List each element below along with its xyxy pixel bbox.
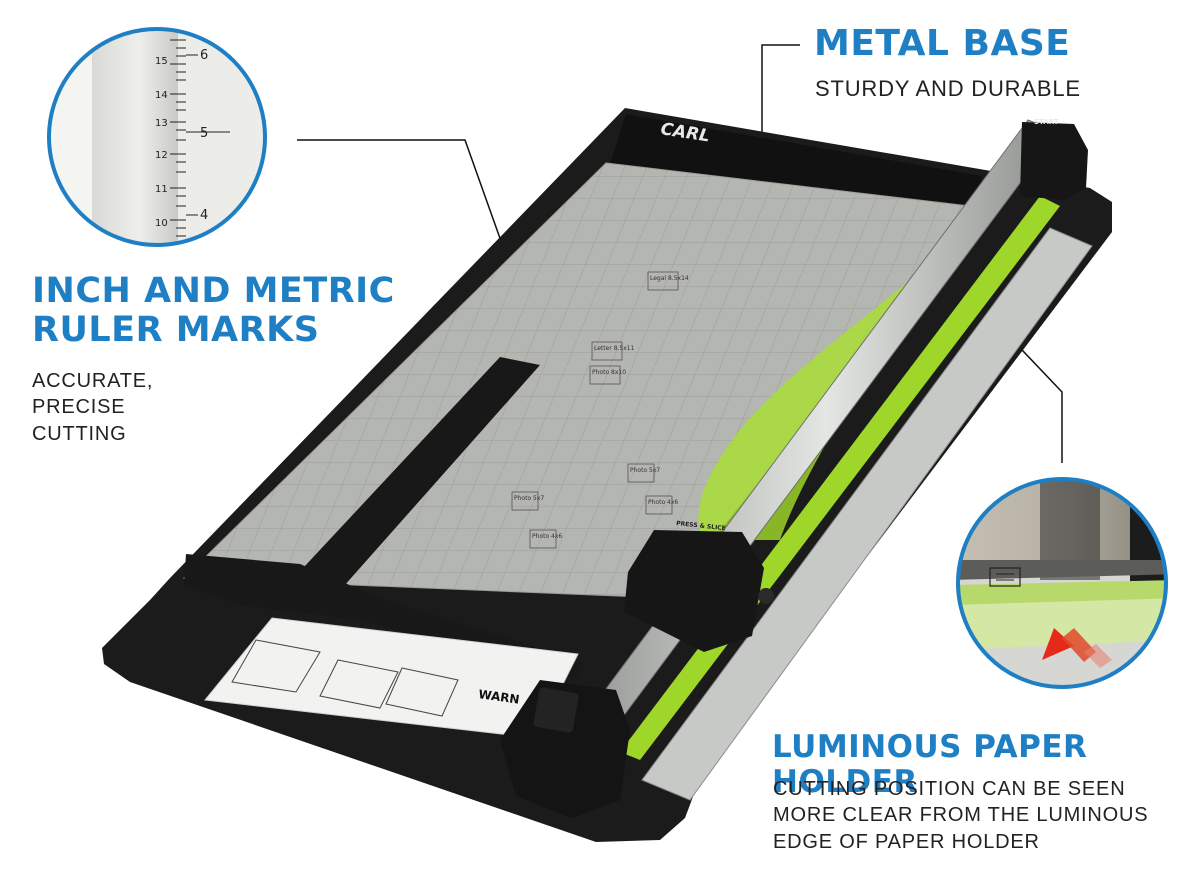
ruler-marks-subtitle-line-1: ACCURATE, — [32, 370, 154, 392]
top-holder-strip — [610, 114, 982, 206]
cm-tick-13: 13 — [155, 118, 168, 129]
template-markers: Legal 8.5x14 Letter 8.5x11 Photo 8x10 Ph… — [511, 271, 689, 549]
measuring-arm — [276, 357, 540, 610]
red-arrow-icon — [1042, 628, 1112, 668]
template-label-legal: Legal 8.5x14 — [650, 275, 689, 282]
paper-holder-subtitle: CUTTING POSITION CAN BE SEEN MORE CLEAR … — [773, 776, 1148, 855]
cm-tick-10: 10 — [155, 218, 168, 229]
cm-tick-12: 12 — [155, 150, 168, 161]
ruler-marks-subtitle: ACCURATE, PRECISE CUTTING — [32, 368, 153, 447]
ruler-zoom-circle: 15 14 13 12 11 10 6 5 4 — [47, 27, 267, 247]
start-cap — [1020, 122, 1088, 200]
ruler-marks-title-line-1: INCH AND METRIC — [32, 271, 395, 311]
template-label-photo-4x6-a: Photo 4x6 — [648, 499, 678, 506]
inch-tick-6: 6 — [200, 48, 208, 63]
ruler-marks-subtitle-line-3: CUTTING — [32, 422, 127, 445]
holder-zoom-circle — [956, 477, 1168, 689]
template-label-photo-5x7-b: Photo 5x7 — [514, 495, 544, 502]
instruction-diagrams — [231, 639, 459, 717]
end-cap-button — [533, 687, 579, 733]
template-label-photo-5x7-a: Photo 5x7 — [630, 467, 660, 474]
cm-tick-15: 15 — [155, 56, 168, 67]
template-label-photo-4x6-b: Photo 4x6 — [532, 533, 562, 540]
inch-tick-4: 4 — [200, 208, 208, 223]
metal-base-subtitle: STURDY AND DURABLE — [815, 76, 1081, 101]
template-label-letter: Letter 8.5x11 — [594, 345, 635, 352]
cm-tick-14: 14 — [155, 90, 168, 101]
end-cap — [500, 680, 630, 818]
inch-tick-5: 5 — [200, 126, 208, 141]
ruler-marks-title: INCH AND METRIC RULER MARKS — [32, 271, 395, 351]
lower-rail — [641, 227, 1093, 801]
paper-holder-title: LUMINOUS PAPER HOLDER — [772, 729, 1088, 800]
paper-trimmer: CARL START WARN PRESS & SLICE — [102, 108, 1112, 842]
cutter-head — [624, 530, 764, 652]
paper-holder-subtitle-line-2: MORE CLEAR FROM THE LUMINOUS — [773, 804, 1149, 827]
start-label: START — [1034, 118, 1059, 126]
paper-holder-subtitle-line-3: EDGE OF PAPER HOLDER — [773, 830, 1040, 853]
warning-label: WARN — [478, 687, 521, 707]
paper-holder-subtitle-line-1: CUTTING POSITION CAN BE SEEN — [773, 778, 1126, 800]
metal-base-title: METAL BASE — [814, 23, 1071, 64]
template-label-photo-8x10: Photo 8x10 — [592, 369, 626, 376]
cutter-knob — [758, 588, 774, 604]
ruler-marks-title-line-2: RULER MARKS — [32, 310, 320, 351]
cm-tick-11: 11 — [155, 184, 168, 195]
ruler-marks-subtitle-line-2: PRECISE — [32, 396, 126, 419]
